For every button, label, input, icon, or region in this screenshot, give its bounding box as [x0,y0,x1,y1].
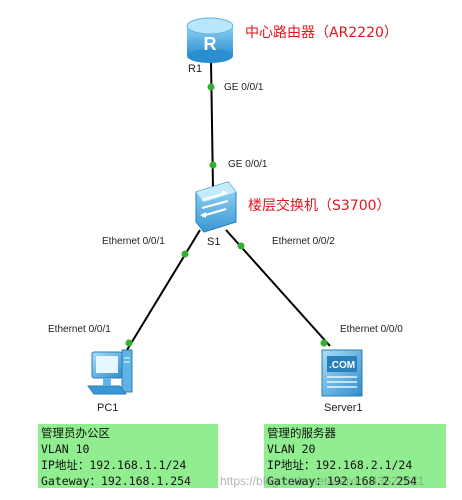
port-dot-s1-up [209,161,217,169]
switch-name: S1 [207,236,221,248]
pc-info-box: 管理员办公区 VLAN 10 IP地址：192.168.1.1/24 Gatew… [38,424,218,488]
port-label-server1: Ethernet 0/0/0 [340,324,403,335]
server-info-box: 管理的服务器 VLAN 20 IP地址：192.168.2.1/24 Gatew… [264,424,446,488]
port-dot-pc1 [125,339,133,347]
watermark: https://blog.csdn.net/weixin_43522621 [220,474,425,488]
port-dot-s1-server [237,242,245,250]
server-icon[interactable]: .COM [321,349,363,397]
svg-text:R: R [204,34,217,54]
server-name: Server1 [324,402,363,414]
switch-icon[interactable] [195,181,237,233]
link-s1-pc1 [126,229,201,351]
port-label-pc1: Ethernet 0/0/1 [48,324,111,335]
link-r1-s1 [210,59,214,189]
port-label-s1-pc: Ethernet 0/0/1 [102,236,165,247]
pc-name: PC1 [97,402,119,414]
server-info-line: IP地址：192.168.2.1/24 [267,458,413,472]
pc-info-line: VLAN 10 [41,442,90,456]
port-label-r1: GE 0/0/1 [224,82,264,93]
pc-icon[interactable] [87,349,133,395]
server-info-line: 管理的服务器 [267,426,336,440]
switch-title: 楼层交换机（S3700） [248,198,391,214]
port-dot-r1 [207,83,215,91]
port-dot-server1 [320,339,328,347]
router-icon[interactable]: R [186,17,234,63]
port-label-s1-server: Ethernet 0/0/2 [272,236,335,247]
router-name: R1 [188,63,203,75]
server-badge: .COM [329,360,355,371]
server-info-line: Gateway：192.168.2.254 [267,474,417,488]
server-info-line: VLAN 20 [267,442,316,456]
port-label-s1-uplink: GE 0/0/1 [228,159,268,170]
pc-info-line: IP地址：192.168.1.1/24 [41,458,187,472]
port-dot-s1-pc [181,250,189,258]
router-title: 中心路由器（AR2220） [245,25,398,41]
link-s1-server1 [225,229,331,347]
pc-info-line: 管理员办公区 [41,426,110,440]
pc-info-line: Gateway：192.168.1.254 [41,474,191,488]
